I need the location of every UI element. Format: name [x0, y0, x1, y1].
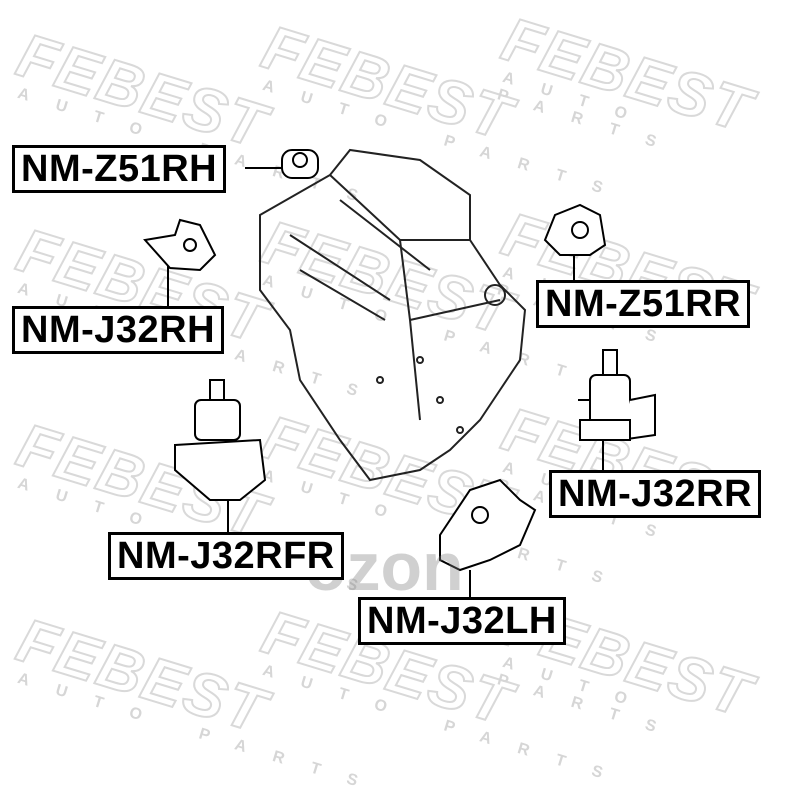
part-nm-j32rr — [578, 349, 656, 441]
part-nm-z51rh — [281, 149, 319, 179]
label-nm-j32rfr: NM-J32RFR — [108, 532, 344, 580]
engine-block — [259, 148, 527, 482]
part-nm-j32lh — [439, 478, 537, 572]
part-nm-z51rr — [543, 203, 607, 256]
label-nm-j32lh: NM-J32LH — [358, 597, 566, 645]
label-nm-j32rr: NM-J32RR — [549, 470, 762, 518]
label-nm-z51rr: NM-Z51RR — [536, 280, 751, 328]
part-nm-j32rh — [143, 218, 217, 272]
label-nm-j32rh: NM-J32RH — [12, 306, 225, 354]
part-nm-j32rfr — [174, 379, 267, 501]
label-nm-z51rh: NM-Z51RH — [12, 145, 227, 193]
